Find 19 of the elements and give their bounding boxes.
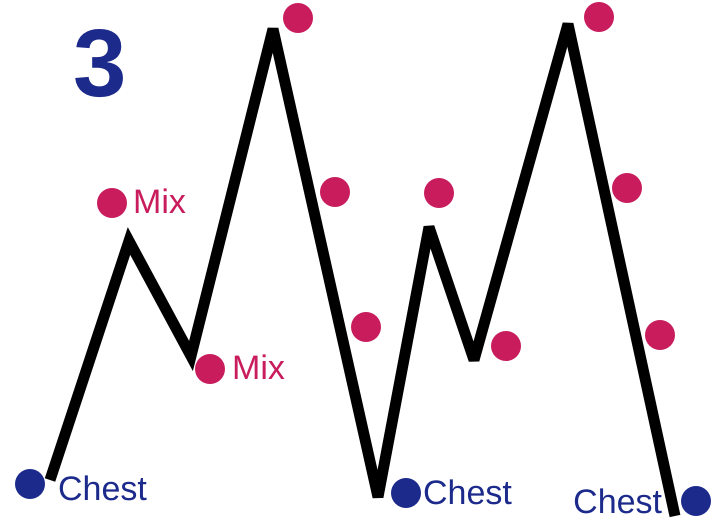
dot-icon	[645, 320, 675, 350]
exercise-number: 3	[73, 16, 126, 112]
dot-icon	[391, 478, 421, 508]
dot-icon	[351, 312, 381, 342]
dot-icon	[584, 2, 614, 32]
register-label: Mix	[133, 185, 186, 219]
dot-icon	[320, 177, 350, 207]
dot-icon	[612, 173, 642, 203]
dot-icon	[15, 469, 45, 499]
register-label: Mix	[232, 351, 285, 385]
dot-icon	[283, 3, 313, 33]
dot-icon	[97, 188, 127, 218]
dot-icon	[424, 178, 454, 208]
register-label: Chest	[573, 485, 662, 519]
dot-icon	[681, 486, 711, 516]
register-label: Chest	[423, 476, 512, 510]
dot-icon	[195, 354, 225, 384]
register-label: Chest	[58, 472, 147, 506]
dot-icon	[491, 331, 521, 361]
